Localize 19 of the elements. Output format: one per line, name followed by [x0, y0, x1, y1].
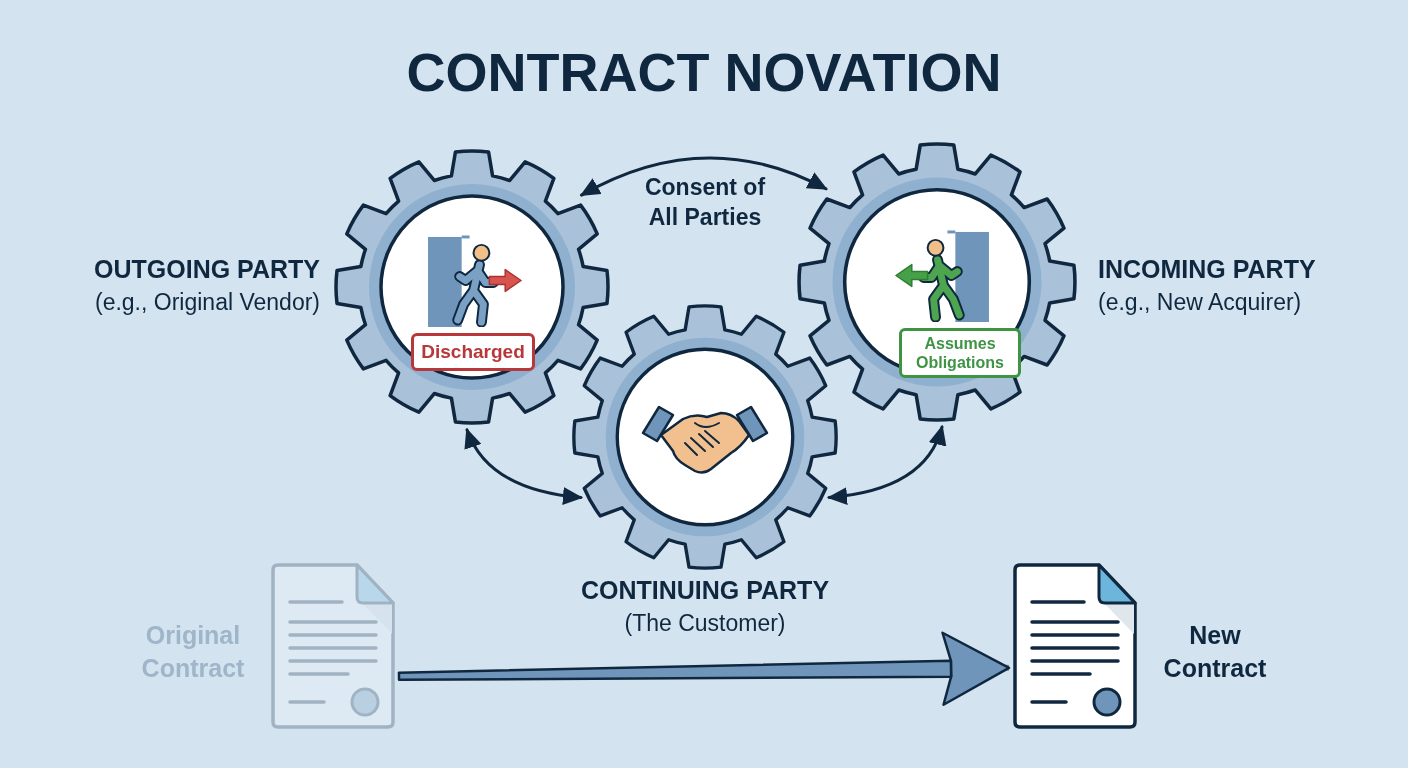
stamp: Discharged: [411, 333, 535, 371]
stamp: Assumes Obligations: [899, 328, 1021, 378]
party-name: CONTINUING PARTY: [580, 575, 830, 606]
party-description: (e.g., Original Vendor): [95, 288, 320, 317]
double-arrow: [465, 428, 583, 505]
gear: [332, 147, 612, 427]
party-name: OUTGOING PARTY: [94, 254, 320, 285]
party-description: (The Customer): [624, 609, 786, 638]
document-icon: [270, 562, 396, 730]
gear: [795, 140, 1079, 424]
document-label: New Contract: [1162, 620, 1268, 684]
double-arrow: [827, 425, 946, 505]
document-icon: [1012, 562, 1138, 730]
gear: [570, 302, 840, 572]
party-name: INCOMING PARTY: [1098, 254, 1316, 285]
block-arrow: [397, 631, 1011, 706]
party-description: (e.g., New Acquirer): [1098, 288, 1302, 317]
title: CONTRACT NOVATION: [406, 41, 1002, 104]
double-arrow: [579, 156, 828, 197]
